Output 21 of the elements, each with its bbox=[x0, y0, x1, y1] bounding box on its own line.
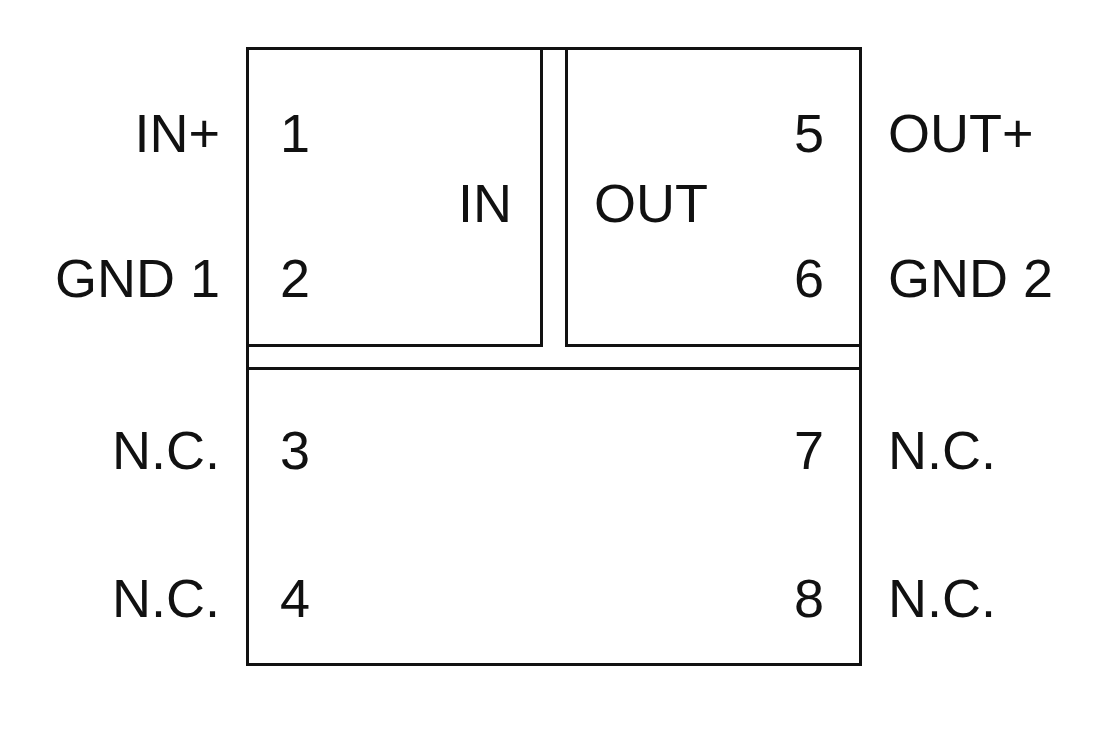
pin-number: 6 bbox=[793, 248, 824, 308]
pin-name: GND 2 bbox=[888, 248, 1054, 308]
pin-number: 3 bbox=[280, 420, 311, 480]
pin-name: N.C. bbox=[888, 420, 996, 480]
pin-number: 2 bbox=[280, 248, 311, 308]
section-box bbox=[246, 47, 543, 347]
pin-name: GND 1 bbox=[54, 248, 220, 308]
pin-name: N.C. bbox=[112, 420, 220, 480]
pin-number: 1 bbox=[280, 103, 311, 163]
package-outline bbox=[246, 47, 862, 666]
section-label: IN bbox=[458, 173, 512, 233]
pin-number: 5 bbox=[793, 103, 824, 163]
pin-name: OUT+ bbox=[888, 103, 1034, 163]
section-box bbox=[565, 47, 862, 347]
pin-number: 7 bbox=[793, 420, 824, 480]
pin-number: 4 bbox=[280, 568, 311, 628]
pin-name: IN+ bbox=[134, 103, 220, 163]
pin-number: 8 bbox=[793, 568, 824, 628]
pin-name: N.C. bbox=[888, 568, 996, 628]
pin-name: N.C. bbox=[112, 568, 220, 628]
section-label: OUT bbox=[594, 173, 708, 233]
